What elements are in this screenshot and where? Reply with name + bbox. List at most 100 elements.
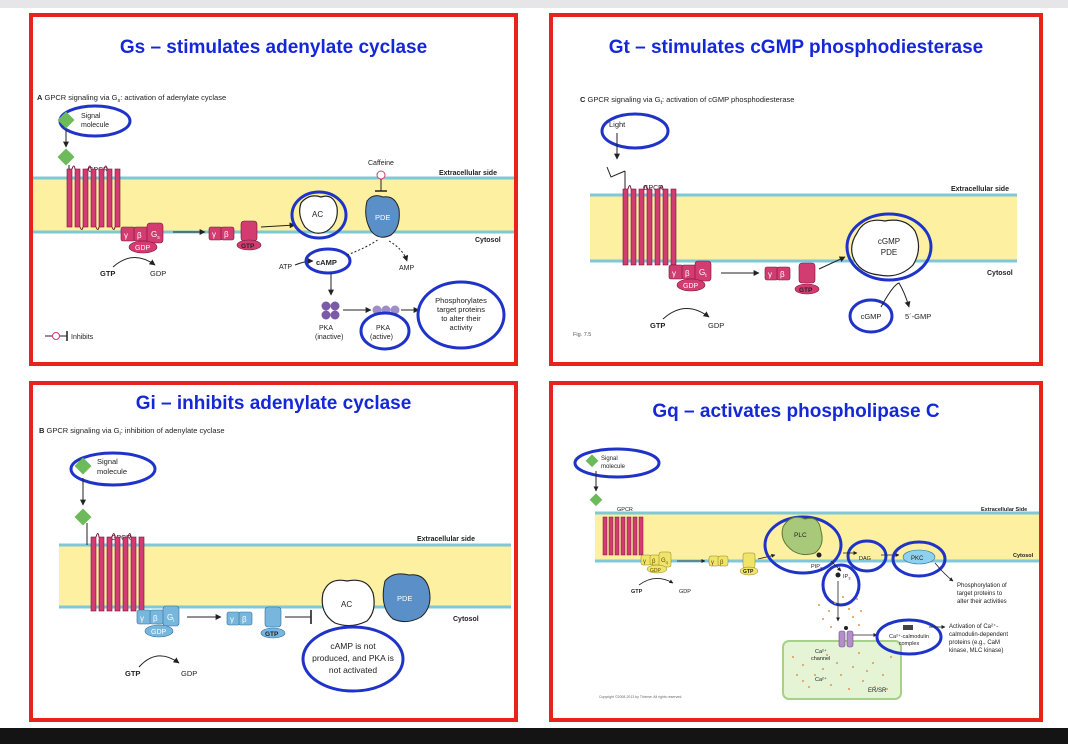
- arrow: [818, 256, 846, 270]
- effect-text: activity: [450, 323, 473, 332]
- gdp-label: GDP: [679, 589, 691, 595]
- panel-title: Gq – activates phospholipase C: [652, 401, 940, 422]
- panel-gs: Gs – stimulates adenylate cyclase A GPCR…: [29, 13, 518, 366]
- membrane: [33, 178, 514, 232]
- gpcr-receptor: [66, 165, 121, 230]
- beta-gamma-dimer: [764, 266, 791, 281]
- caption: A GPCR signaling via Gs: activation of a…: [37, 93, 226, 104]
- extracellular-label: Extracellular side: [439, 170, 497, 177]
- extracellular-label: Extracellular side: [951, 186, 1009, 193]
- ip3-molecule: [835, 572, 841, 578]
- retinal-chain: [606, 166, 626, 178]
- pde-label: cGMP: [878, 237, 900, 246]
- gamma-label: γ: [711, 560, 714, 566]
- calcium-ions: [792, 596, 892, 690]
- activation-text: kinase, MLC kinase): [949, 648, 1003, 654]
- gpcr-label: GPCR: [617, 507, 633, 513]
- extracellular-label: Extracellular Side: [981, 507, 1027, 513]
- pip2-headgroup: [816, 552, 822, 558]
- gdp-bound-label: GDP: [135, 245, 151, 252]
- arrow: [830, 560, 842, 572]
- effect-text: target proteins: [437, 305, 485, 314]
- gtp-label: GTP: [631, 589, 643, 595]
- arrow: [757, 553, 776, 560]
- beta-label: β: [652, 559, 656, 565]
- pka-active-highlight-ring: [359, 311, 411, 351]
- gmp-label: 5´-GMP: [905, 312, 931, 321]
- signal-label: Signal: [97, 457, 118, 466]
- g-protein-heterotrimer: [120, 222, 164, 254]
- ac-label: AC: [341, 600, 352, 609]
- g-alpha-gtp: [236, 220, 262, 251]
- gtp-label: GTP: [650, 321, 665, 330]
- dashed-arrow: [388, 240, 409, 262]
- note-text: not activated: [329, 665, 377, 675]
- ac-highlight-ring: [290, 190, 348, 240]
- browser-top-strip: [0, 0, 1068, 8]
- bound-ligand-icon: [57, 148, 75, 166]
- dashed-arrow: [346, 238, 380, 256]
- plc-label: PLC: [794, 532, 807, 539]
- inhibit-symbol: [376, 170, 386, 180]
- note-text: cAMP is not: [330, 641, 376, 651]
- pka-inactive-label: PKA: [319, 325, 333, 332]
- gpcr-label: GPCR: [643, 185, 663, 192]
- activation-text: calmodulin-dependent: [949, 632, 1008, 638]
- gtp-exchange-arrow: [638, 578, 674, 586]
- activation-text: Activation of Ca²⁺-: [949, 623, 998, 630]
- gq-diagram: Extracellular Side Cytosol Signal molecu…: [573, 447, 1039, 700]
- gdp-bound-label: GDP: [683, 283, 699, 290]
- panel-gq: Gq – activates phospholipase C Extracell…: [549, 381, 1043, 722]
- signal-label: Signal: [81, 113, 101, 120]
- activation-text: proteins (e.g., CaM: [949, 640, 1000, 646]
- caffeine-label: Caffeine: [368, 160, 394, 167]
- arrow: [294, 258, 314, 266]
- signal-highlight-ring: [573, 447, 661, 479]
- ca-channel-label: channel: [811, 656, 830, 662]
- g-protein-heterotrimer: [668, 260, 712, 292]
- note-text: produced, and PKA is: [312, 653, 394, 663]
- ca-ion-label: Ca²⁺: [815, 676, 827, 683]
- effect-highlight-ring: [416, 280, 506, 350]
- extracellular-label: Extracellular side: [417, 536, 475, 543]
- dag-label: DAG: [859, 556, 871, 562]
- plc-shape: [781, 516, 823, 556]
- phosphorylation-text: target proteins to: [957, 591, 1003, 597]
- signal-molecule-icon: [585, 454, 599, 468]
- hydrolysis-arrow: [880, 282, 911, 308]
- gdp-bound-label: GDP: [151, 629, 167, 636]
- light-highlight-ring: [600, 112, 670, 150]
- gtp-label: GTP: [125, 669, 140, 678]
- effect-text: Phosphorylates: [435, 296, 487, 305]
- beta-label: β: [685, 269, 690, 278]
- alpha-subunit-label: Gt: [699, 268, 707, 279]
- atp-label: ATP: [279, 264, 292, 271]
- pde-highlight-ring: [845, 212, 933, 282]
- calmodulin-highlight-ring: [875, 618, 943, 656]
- cytosol-label: Cytosol: [1013, 553, 1034, 559]
- gtp-exchange-arrow: [138, 655, 180, 668]
- pka-inactive-complex: [321, 301, 340, 320]
- gt-diagram: C GPCR signaling via Gt: activation of c…: [573, 95, 1017, 338]
- gs-diagram: A GPCR signaling via Gs: activation of a…: [33, 93, 514, 351]
- gtp-label: GTP: [100, 269, 115, 278]
- gi-diagram: B GPCR signaling via Gi: inhibition of a…: [39, 426, 511, 693]
- light-label: Light: [609, 120, 626, 129]
- bound-ligand-icon: [74, 508, 92, 526]
- copyright-text: Copyright ©2008-2013 by Thieme. All righ…: [599, 695, 682, 699]
- panel-title: Gs – stimulates adenylate cyclase: [119, 37, 428, 58]
- pde-label: PDE: [397, 594, 412, 603]
- dag-highlight-ring: [846, 539, 888, 573]
- pde-label: PDE: [881, 248, 897, 257]
- arrow: [934, 562, 954, 582]
- ip3-highlight-ring: [821, 563, 861, 607]
- ca-channel-label: Ca²⁺: [815, 648, 827, 655]
- beta-label: β: [224, 230, 229, 239]
- legend-inhibits-label: Inhibits: [71, 334, 94, 341]
- pde-shape: [382, 573, 431, 623]
- ac-label: AC: [312, 210, 323, 219]
- beta-subunit-label: β: [137, 231, 142, 240]
- pkc-label: PKC: [911, 556, 924, 562]
- camp-highlight-ring: [304, 247, 352, 275]
- panel-gi: Gi – inhibits adenylate cyclase B GPCR s…: [29, 381, 518, 722]
